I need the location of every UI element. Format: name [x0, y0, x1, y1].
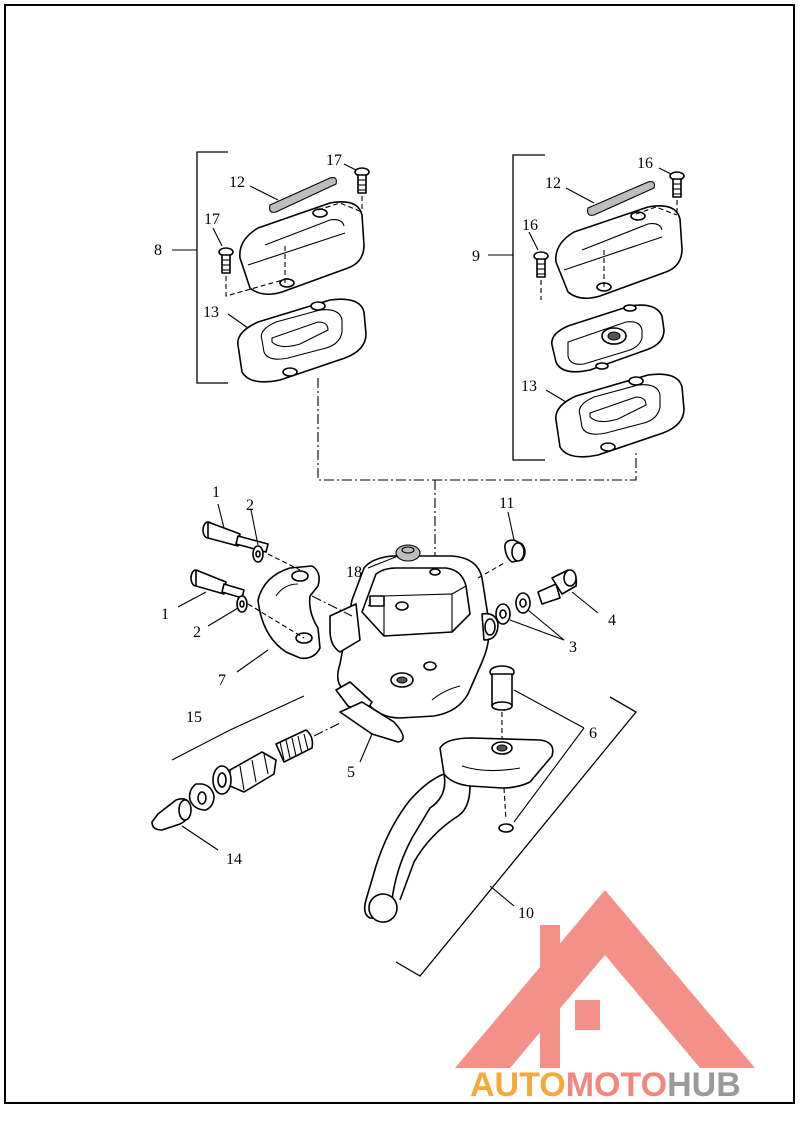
plug-18 — [395, 544, 421, 562]
watermark-triangle-icon — [455, 890, 755, 1068]
kit-8-cover-assembly — [172, 151, 370, 384]
label-plate-12-left — [269, 177, 337, 213]
screw-16-top-right — [669, 171, 685, 198]
bolt-1-lower — [190, 569, 245, 599]
callout-13-right: 13 — [521, 378, 537, 395]
callout-6: 6 — [589, 725, 597, 742]
washers-3 — [495, 592, 531, 625]
callout-17-top-left: 17 — [326, 152, 342, 169]
callout-5: 5 — [347, 764, 355, 781]
boot-14 — [151, 798, 192, 831]
callout-4: 4 — [608, 612, 616, 629]
callout-2-upper: 2 — [246, 497, 254, 514]
callout-labels: 8 12 17 17 13 9 12 16 16 13 1 2 11 18 1 … — [154, 152, 653, 922]
retaining-ring-14-clip — [188, 783, 215, 811]
callout-18: 18 — [346, 564, 362, 581]
diaphragm-13-right — [555, 373, 685, 458]
callout-13-left: 13 — [203, 304, 219, 321]
reservoir-cover-left — [239, 201, 365, 296]
watermark-hub: HUB — [667, 1066, 741, 1104]
callout-16-side-right: 16 — [522, 217, 538, 234]
clip-6 — [498, 823, 514, 833]
screw-17-side-left — [218, 247, 234, 274]
pivot-pin-6 — [489, 665, 515, 711]
callout-3: 3 — [569, 639, 577, 656]
callout-2-lower: 2 — [193, 624, 201, 641]
callout-16-top-right: 16 — [637, 155, 653, 172]
brake-lever-10 — [363, 737, 554, 923]
callout-1-lower: 1 — [161, 606, 169, 623]
watermark-auto: AUTO — [470, 1066, 566, 1104]
callout-11: 11 — [499, 495, 514, 512]
label-plate-12-right — [587, 181, 655, 216]
clamp-7 — [257, 565, 321, 660]
callout-7: 7 — [218, 672, 226, 689]
piston-kit-15 — [212, 729, 314, 795]
callout-1-upper: 1 — [212, 484, 220, 501]
watermark-logo: AUTOMOTOHUB — [455, 890, 755, 1104]
diagram-frame — [4, 4, 795, 1104]
diaphragm-13-left — [237, 298, 367, 383]
washer-2-upper — [252, 545, 264, 563]
svg-text:AUTOMOTOHUB: AUTOMOTOHUB — [470, 1066, 741, 1104]
watermark-moto: MOTO — [566, 1066, 667, 1104]
screw-16-side-right — [533, 251, 549, 278]
master-cylinder-body-5 — [329, 555, 499, 743]
screw-17-top-left — [354, 167, 370, 194]
callout-14: 14 — [226, 851, 242, 868]
callout-10: 10 — [518, 905, 534, 922]
washer-2-lower — [236, 595, 248, 613]
banjo-fitting-4 — [537, 569, 578, 605]
bolt-1-upper — [202, 521, 269, 553]
dust-cap-11 — [504, 539, 526, 563]
callout-8: 8 — [154, 242, 162, 259]
callout-leaders — [171, 503, 599, 907]
callout-9: 9 — [472, 248, 480, 265]
callout-12-right: 12 — [545, 175, 561, 192]
callout-15: 15 — [186, 709, 202, 726]
kit-9-cover-assembly — [488, 154, 685, 461]
callout-17-side-left: 17 — [204, 211, 220, 228]
callout-12-left: 12 — [229, 174, 245, 191]
